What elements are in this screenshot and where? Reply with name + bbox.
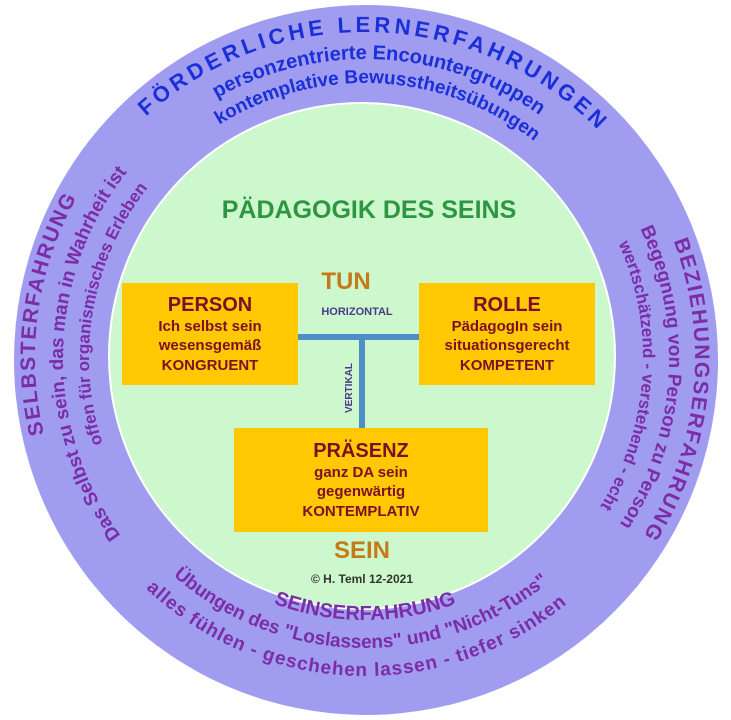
- praesenz-box: PRÄSENZ ganz DA sein gegenwärtig KONTEMP…: [234, 428, 488, 532]
- rolle-line-2: situationsgerecht: [444, 337, 570, 355]
- praesenz-title: PRÄSENZ: [313, 439, 409, 462]
- praesenz-line-1: ganz DA sein: [314, 463, 408, 481]
- rolle-title: ROLLE: [473, 293, 541, 316]
- person-line-3: KONGRUENT: [161, 356, 259, 374]
- sein-label: SEIN: [333, 537, 391, 564]
- tun-label: TUN: [321, 268, 371, 295]
- horizontal-label: HORIZONTAL: [321, 306, 393, 318]
- copyright: © H. Teml 12-2021: [311, 572, 413, 586]
- praesenz-line-2: gegenwärtig: [316, 483, 406, 501]
- person-title: PERSON: [167, 293, 253, 316]
- diagram-title: PÄDAGOGIK DES SEINS: [221, 196, 517, 224]
- person-line-1: Ich selbst sein: [158, 317, 262, 335]
- praesenz-line-3: KONTEMPLATIV: [302, 502, 420, 520]
- rolle-line-3: KOMPETENT: [459, 356, 555, 374]
- rolle-box: ROLLE PädagogIn sein situationsgerecht K…: [419, 283, 595, 385]
- person-line-2: wesensgemäß: [158, 337, 262, 355]
- rolle-line-1: PädagogIn sein: [451, 317, 563, 335]
- vertikal-label: VERTIKAL: [344, 363, 355, 413]
- person-box: PERSON Ich selbst sein wesensgemäß KONGR…: [122, 283, 298, 385]
